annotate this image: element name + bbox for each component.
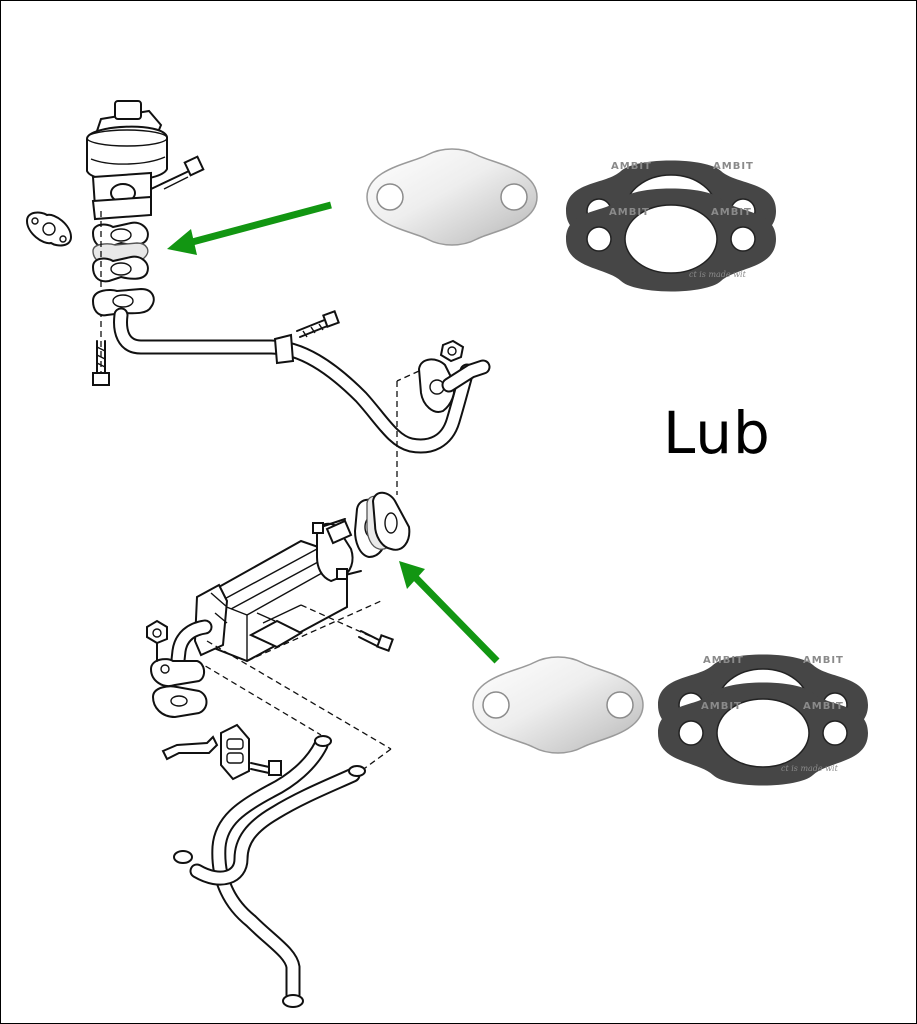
gasket-icon: [25, 211, 73, 247]
gasket-fine-print-2: ct is made wit: [781, 764, 839, 773]
egr-cooler-icon: [193, 519, 354, 663]
gasket-icon: AMBIT AMBIT AMBIT AMBIT ct is made wit: [658, 654, 868, 786]
cooler-inlet-pipe: [149, 619, 213, 687]
bolt-icon: [358, 630, 394, 652]
gasket-icon: AMBIT AMBIT AMBIT AMBIT ct is made wit: [566, 160, 776, 292]
nut-icon: [146, 619, 168, 662]
egr-valve-icon: [86, 100, 168, 221]
bolt-icon: [250, 760, 282, 776]
gasket-fine-print: ct is made wit: [689, 270, 747, 279]
upper-egr-pipe: [113, 307, 491, 454]
water-hoses: [189, 737, 361, 1003]
gasket-brand-text-7: AMBIT: [701, 701, 742, 712]
gasket-brand-text-5: AMBIT: [703, 655, 744, 666]
arrow-icon: [167, 201, 332, 255]
blanking-plate-icon: [366, 148, 538, 246]
bolt-icon: [296, 310, 340, 338]
hose-clip-icon: [220, 723, 250, 781]
gasket-brand-text-3: AMBIT: [609, 207, 650, 218]
gasket-brand-text-8: AMBIT: [803, 701, 844, 712]
hose-clamp-icon: [173, 735, 366, 1008]
cooler-gasket-stack: [353, 491, 411, 559]
gasket-brand-text: AMBIT: [611, 161, 652, 172]
arrow-icon: [399, 561, 500, 664]
gasket-brand-text-2: AMBIT: [713, 161, 754, 172]
upper-gasket-stack: [91, 221, 149, 283]
brand-label: Lub: [663, 399, 771, 467]
bolt-icon: [312, 518, 362, 580]
gasket-brand-text-6: AMBIT: [803, 655, 844, 666]
blanking-plate-icon: [472, 656, 644, 754]
gasket-brand-text-4: AMBIT: [711, 207, 752, 218]
bracket-icon: [161, 735, 219, 761]
bolt-icon: [92, 340, 110, 386]
nut-icon: [439, 339, 465, 363]
bolt-icon: [150, 155, 205, 190]
gasket-icon: [151, 685, 208, 719]
pipe-flange: [91, 287, 155, 317]
